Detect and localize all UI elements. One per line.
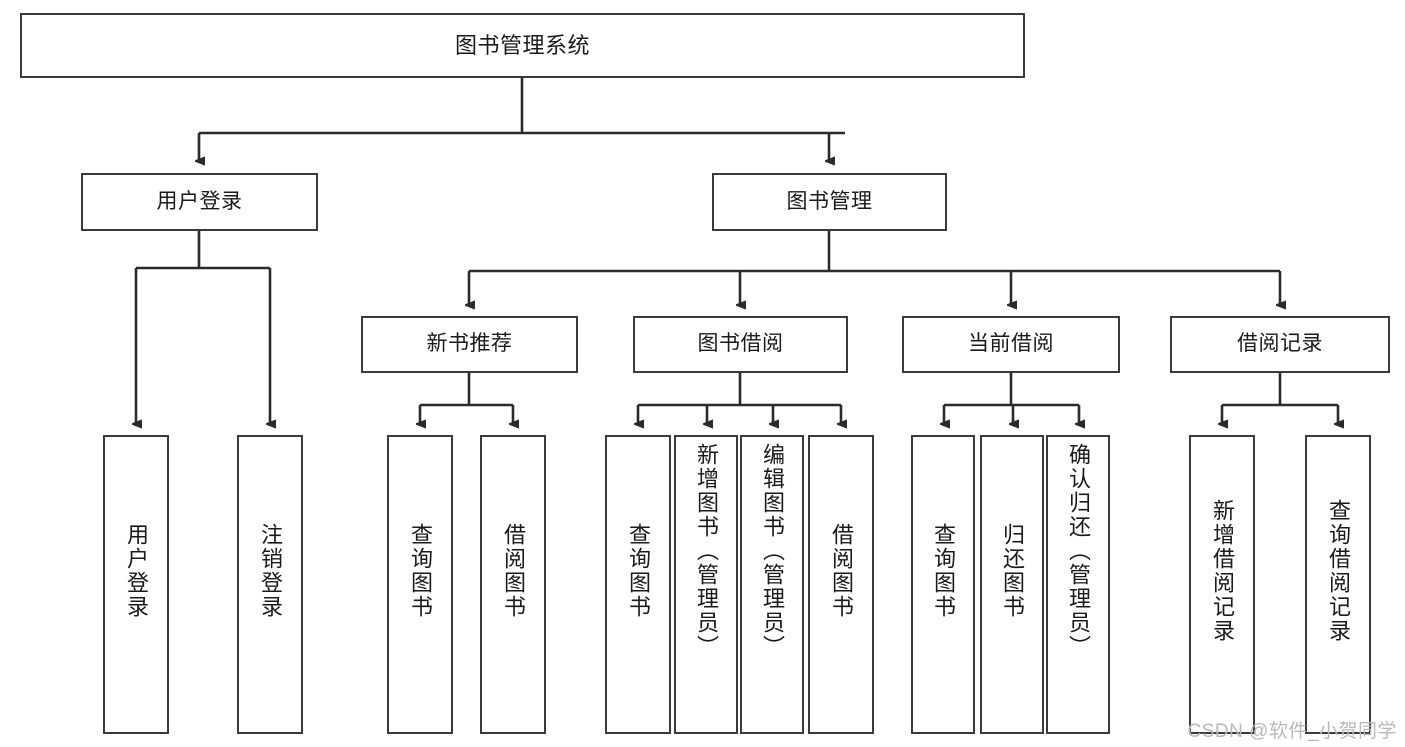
leaf-edit-book[interactable]: 编辑图书（管理员）	[740, 435, 804, 734]
leaf-query-book-recommend-label: 查询图书	[407, 523, 433, 619]
leaf-return-book[interactable]: 归还图书	[980, 435, 1044, 734]
node-root-label: 图书管理系统	[454, 32, 590, 58]
node-current-borrow-label: 当前借阅	[968, 332, 1054, 356]
leaf-add-book-label: 新增图书（管理员）	[693, 443, 719, 659]
node-borrow-record-label: 借阅记录	[1237, 332, 1323, 356]
leaf-edit-book-label: 编辑图书（管理员）	[759, 443, 785, 659]
watermark: CSDN @软件_小贺同学	[1187, 721, 1397, 742]
node-user-login[interactable]: 用户登录	[81, 173, 318, 231]
leaf-add-book[interactable]: 新增图书（管理员）	[674, 435, 738, 734]
leaf-borrow-book-recommend[interactable]: 借阅图书	[480, 435, 546, 734]
leaf-add-borrow-record-label: 新增借阅记录	[1209, 499, 1235, 643]
leaf-query-book-current-label: 查询图书	[930, 523, 956, 619]
node-borrow-record[interactable]: 借阅记录	[1170, 316, 1390, 373]
node-new-book-recommend[interactable]: 新书推荐	[361, 316, 578, 373]
leaf-user-logout[interactable]: 注销登录	[237, 435, 303, 734]
leaf-query-borrow-record[interactable]: 查询借阅记录	[1305, 435, 1371, 734]
leaf-query-book-current[interactable]: 查询图书	[911, 435, 975, 734]
leaf-add-borrow-record[interactable]: 新增借阅记录	[1189, 435, 1255, 734]
leaf-query-book-borrow[interactable]: 查询图书	[605, 435, 671, 734]
leaf-confirm-return-label: 确认归还（管理员）	[1065, 443, 1091, 659]
leaf-query-book-borrow-label: 查询图书	[625, 523, 651, 619]
leaf-query-book-recommend[interactable]: 查询图书	[387, 435, 453, 734]
leaf-return-book-label: 归还图书	[999, 523, 1025, 619]
leaf-confirm-return[interactable]: 确认归还（管理员）	[1046, 435, 1110, 734]
node-current-borrow[interactable]: 当前借阅	[902, 316, 1120, 373]
leaf-borrow-book[interactable]: 借阅图书	[808, 435, 874, 734]
node-book-borrow-label: 图书借阅	[697, 332, 784, 356]
leaf-user-logout-label: 注销登录	[257, 523, 283, 619]
leaf-user-login[interactable]: 用户登录	[103, 435, 169, 734]
leaf-borrow-book-label: 借阅图书	[828, 523, 854, 619]
node-book-manage[interactable]: 图书管理	[712, 173, 947, 231]
leaf-user-login-label: 用户登录	[123, 523, 149, 619]
node-book-manage-label: 图书管理	[786, 189, 873, 213]
node-root[interactable]: 图书管理系统	[20, 13, 1025, 78]
node-user-login-label: 用户登录	[156, 189, 243, 213]
leaf-query-borrow-record-label: 查询借阅记录	[1325, 499, 1351, 643]
node-book-borrow[interactable]: 图书借阅	[633, 316, 848, 373]
leaf-borrow-book-recommend-label: 借阅图书	[500, 523, 526, 619]
node-new-book-recommend-label: 新书推荐	[426, 332, 513, 356]
